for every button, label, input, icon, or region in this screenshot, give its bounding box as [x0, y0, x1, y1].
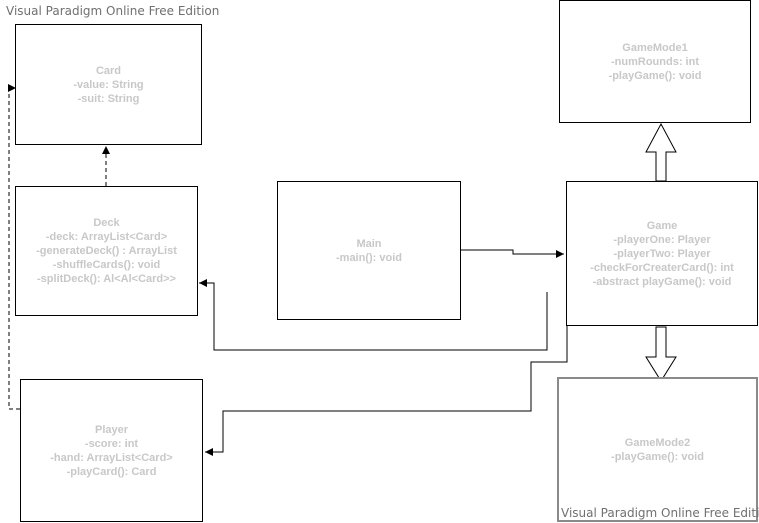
class-card-member: -value: String: [73, 78, 144, 91]
watermark-bottom: Visual Paradigm Online Free Edition: [561, 506, 759, 520]
class-gamemode2[interactable]: GameMode2 -playGame(): void: [557, 377, 758, 522]
class-game-member: -abstract playGame(): void: [592, 275, 732, 288]
class-gamemode2-member: -playGame(): void: [611, 450, 704, 463]
class-player-name: Player: [94, 423, 129, 436]
association-game-player: [205, 325, 568, 456]
class-deck[interactable]: Deck -deck: ArrayList<Card> -generateDec…: [15, 186, 198, 316]
association-main-game: [461, 249, 564, 258]
class-deck-member: -deck: ArrayList<Card>: [45, 231, 168, 243]
class-deck-name: Deck: [93, 217, 120, 229]
class-game-member: -playerOne: Player: [613, 233, 711, 246]
class-player-member: -hand: ArrayList<Card>: [50, 451, 173, 464]
class-game-member: -checkForCreaterCard(): int: [590, 261, 734, 274]
class-main[interactable]: Main -main(): void: [277, 181, 461, 320]
class-deck-member: -generateDeck() : ArrayList: [36, 245, 177, 257]
inheritance-arrow-gamemode1: [645, 122, 677, 182]
class-gamemode2-name: GameMode2: [624, 436, 691, 449]
class-gamemode1-name: GameMode1: [622, 41, 688, 54]
class-player[interactable]: Player -score: int -hand: ArrayList<Card…: [20, 379, 203, 522]
class-main-member: -main(): void: [336, 251, 402, 264]
watermark-top: Visual Paradigm Online Free Edition: [6, 4, 220, 18]
dependency-player-card: [8, 84, 20, 410]
class-game-name: Game: [646, 219, 678, 232]
class-player-member: -score: int: [84, 437, 139, 450]
class-gamemode1-member: -numRounds: int: [611, 55, 699, 68]
class-gamemode1[interactable]: GameMode1 -numRounds: int -playGame(): v…: [559, 0, 751, 123]
class-game[interactable]: Game -playerOne: Player -playerTwo: Play…: [566, 181, 758, 326]
class-player-member: -playCard(): Card: [66, 465, 157, 478]
class-card-name: Card: [95, 64, 122, 77]
class-deck-member: -shuffleCards(): void: [52, 259, 161, 271]
class-game-member: -playerTwo: Player: [613, 247, 711, 260]
inheritance-arrow-gamemode2: [645, 326, 677, 382]
class-card-member: -suit: String: [77, 92, 140, 105]
class-gamemode1-member: -playGame(): void: [608, 69, 702, 82]
class-card[interactable]: Card -value: String -suit: String: [15, 24, 202, 145]
association-game-deck: [199, 279, 548, 351]
class-main-name: Main: [356, 237, 382, 250]
class-deck-member: -splitDeck(): Al<Al<Card>>: [37, 273, 176, 285]
